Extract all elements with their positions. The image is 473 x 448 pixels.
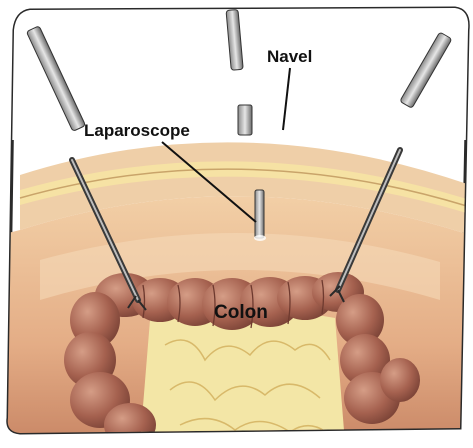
omentum: [140, 309, 345, 443]
laparoscope-label: Laparoscope: [84, 121, 190, 140]
colon-label: Colon: [214, 302, 268, 323]
navel-label: Navel: [267, 47, 312, 66]
